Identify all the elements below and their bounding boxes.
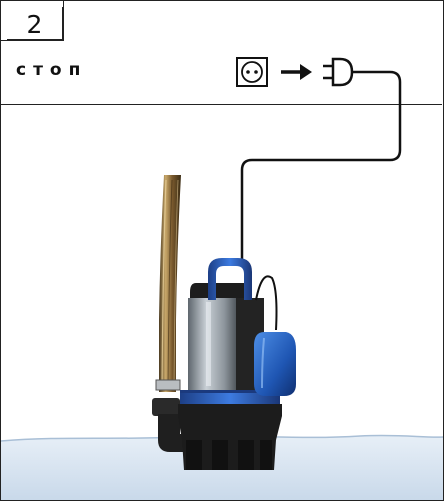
arrow-right-icon [281,64,312,80]
power-cable [242,72,400,262]
float-switch [254,332,296,396]
power-plug-icon [323,59,362,85]
power-socket-icon [237,58,267,86]
discharge-hose [156,175,181,392]
